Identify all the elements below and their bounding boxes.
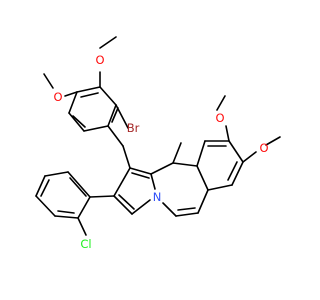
bond (76, 86, 101, 93)
bond (40, 179, 50, 197)
bond (67, 171, 91, 198)
bond (265, 136, 281, 146)
bond (197, 189, 209, 214)
bond (83, 125, 109, 132)
bond (77, 196, 91, 219)
atom-labels: O O O O Br N Cl (53, 53, 268, 251)
bond-lines (35, 36, 281, 236)
bond (113, 167, 131, 197)
oxygen-atom-label: O (53, 90, 62, 104)
bond (227, 161, 238, 181)
bond (77, 217, 87, 236)
bond (231, 161, 244, 186)
bond (131, 199, 151, 215)
bond (54, 215, 79, 219)
molecule-structure-diagram: O O O O Br N Cl (35, 36, 281, 251)
bond (196, 140, 206, 167)
bond (115, 104, 129, 129)
bond (129, 167, 152, 175)
bond (225, 125, 230, 142)
bond (43, 73, 54, 89)
bond (35, 175, 46, 197)
bond (172, 162, 198, 167)
bond (111, 107, 119, 123)
bond (216, 95, 226, 111)
bond (113, 195, 133, 215)
bond (69, 177, 87, 197)
bond (177, 207, 196, 211)
oxygen-atom-label: O (95, 53, 104, 67)
bond (107, 104, 117, 127)
bond (207, 184, 233, 191)
bond (150, 162, 174, 175)
bond (68, 112, 85, 132)
oxygen-atom-label: O (259, 141, 268, 155)
bond (131, 172, 150, 179)
bond (72, 115, 86, 128)
bond (162, 202, 177, 217)
bond (44, 171, 69, 177)
bond (35, 195, 56, 217)
bond (64, 91, 78, 97)
bond (99, 86, 117, 106)
nitrogen-atom-label: N (153, 190, 162, 204)
bond (242, 151, 257, 163)
bond (68, 91, 78, 114)
bond (172, 142, 182, 164)
bond (122, 145, 131, 169)
bond (80, 92, 99, 98)
chlorine-atom-label: Cl (80, 237, 91, 251)
bond (118, 194, 135, 210)
bond (89, 195, 115, 198)
oxygen-atom-label: O (215, 111, 224, 125)
bond (99, 36, 117, 49)
bond (228, 140, 244, 163)
bromine-atom-label: Br (127, 121, 140, 135)
bond (107, 125, 124, 147)
bond (150, 173, 156, 190)
bond (175, 212, 199, 217)
bond (196, 165, 209, 191)
bond (57, 210, 75, 214)
